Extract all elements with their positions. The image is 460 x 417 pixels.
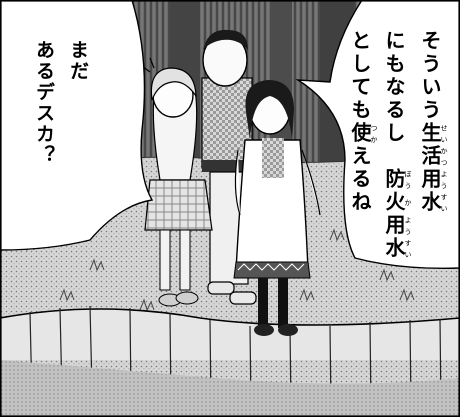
- speech-text: えるね: [348, 145, 372, 214]
- ruby-word: 防ぼう: [382, 168, 412, 191]
- ruby-word: 火か: [382, 191, 412, 214]
- speech-line-left-2: あるデスカ？: [33, 40, 55, 166]
- speech-text: そういう: [418, 30, 442, 122]
- speech-line-right-3: としても使つかえるね: [348, 30, 378, 214]
- speech-text: としても: [348, 30, 372, 122]
- speech-text: にもなるし: [382, 30, 406, 145]
- front-girl-character: [233, 80, 321, 336]
- left-girl-character: [141, 57, 213, 307]
- speech-line-right-2: にもなるし 防ぼう火か用水ようすい: [382, 30, 412, 260]
- riverbank: [0, 305, 460, 417]
- ruby-word: 生活用水せいかつようすい: [418, 122, 448, 214]
- speech-bubble-right: [295, 0, 460, 269]
- speech-bubble-left: [0, 0, 154, 251]
- speech-line-left-1: まだ: [67, 40, 89, 82]
- ruby-word: 使つか: [348, 122, 378, 145]
- ruby-word: 用水ようすい: [382, 214, 412, 260]
- speech-line-right-1: そういう生活用水せいかつようすい: [418, 30, 448, 214]
